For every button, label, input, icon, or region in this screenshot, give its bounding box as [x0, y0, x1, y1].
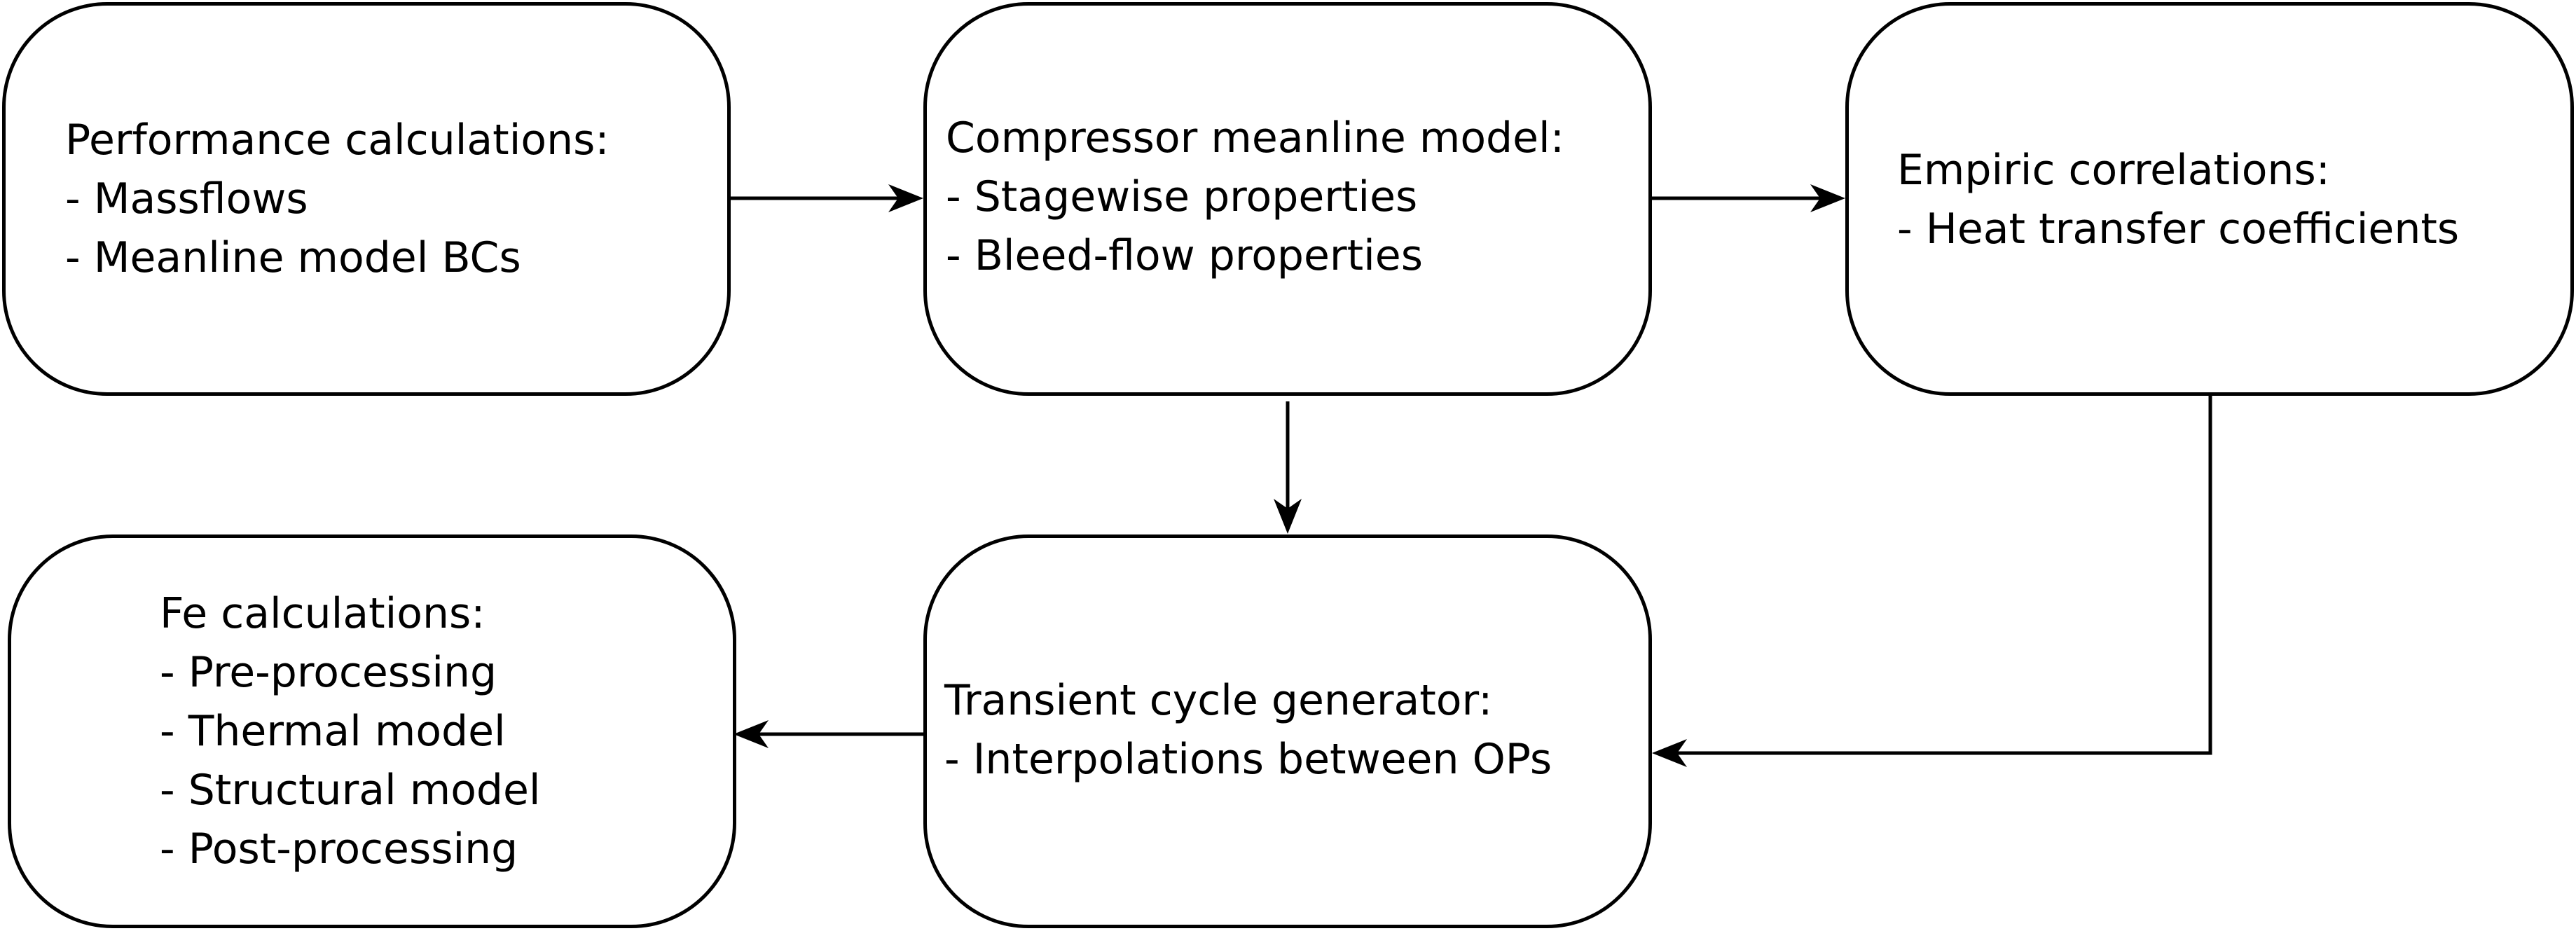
fe-item-structural: - Structural model — [160, 766, 541, 815]
performance-box — [2, 2, 731, 396]
arrowhead-performance-to-compressor — [888, 184, 923, 212]
compressor-box — [923, 2, 1652, 396]
performance-title: Performance calculations: — [65, 116, 609, 165]
performance-item-bcs: - Meanline model BCs — [65, 233, 521, 282]
empiric-item-htc: - Heat transfer coefficients — [1897, 205, 2460, 254]
transient-item-interpolations: - Interpolations between OPs — [944, 735, 1552, 784]
fe-title: Fe calculations: — [160, 589, 485, 638]
compressor-text: Compressor meanline model: - Stagewise p… — [946, 109, 1564, 285]
fe-box — [8, 535, 736, 928]
transient-box — [923, 535, 1652, 928]
arrowhead-transient-to-fe — [733, 720, 769, 748]
arrowhead-empiric-to-transient — [1652, 739, 1687, 767]
performance-text: Performance calculations: - Massflows - … — [65, 111, 609, 287]
empiric-box — [1845, 2, 2574, 396]
transient-title: Transient cycle generator: — [944, 676, 1493, 725]
empiric-title: Empiric correlations: — [1897, 146, 2330, 195]
fe-item-preprocessing: - Pre-processing — [160, 648, 497, 697]
arrowhead-compressor-to-empiric — [1810, 184, 1845, 212]
performance-item-massflows: - Massflows — [65, 174, 308, 223]
fe-item-postprocessing: - Post-processing — [160, 825, 518, 874]
arrow-empiric-to-transient — [1660, 394, 2212, 755]
compressor-item-bleed: - Bleed-flow properties — [946, 231, 1423, 280]
arrowhead-compressor-to-transient — [1274, 499, 1302, 534]
fe-item-thermal: - Thermal model — [160, 707, 506, 756]
fe-text: Fe calculations: - Pre-processing - Ther… — [160, 584, 541, 878]
transient-text: Transient cycle generator: - Interpolati… — [944, 671, 1552, 789]
compressor-title: Compressor meanline model: — [946, 113, 1564, 163]
empiric-text: Empiric correlations: - Heat transfer co… — [1897, 141, 2459, 258]
compressor-item-stagewise: - Stagewise properties — [946, 172, 1418, 221]
